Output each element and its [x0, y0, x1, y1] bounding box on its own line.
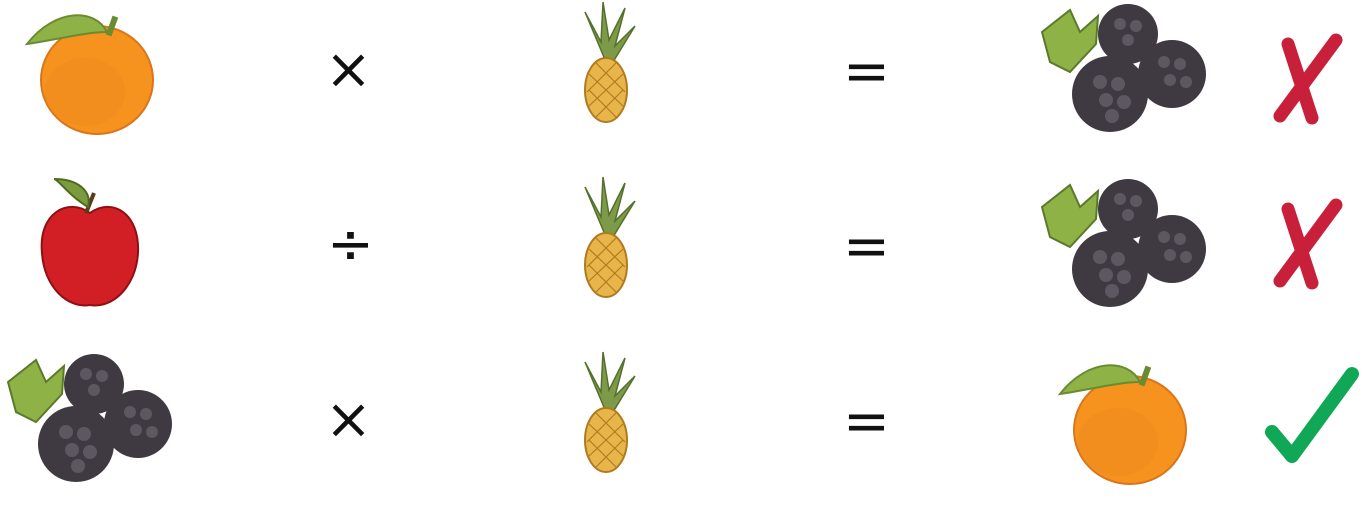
- times-operator: ×: [325, 42, 372, 98]
- orange-icon: [25, 2, 157, 134]
- divide-operator: ÷: [327, 217, 374, 273]
- pineapple-icon: [575, 177, 637, 299]
- pineapple-icon: [575, 2, 637, 124]
- blackberries-icon: [1040, 2, 1208, 134]
- equals-operator: =: [843, 219, 890, 275]
- check-mark-icon: [1262, 368, 1358, 464]
- blackberries-icon: [6, 352, 174, 484]
- times-operator: ×: [325, 392, 372, 448]
- cross-mark-icon: [1272, 34, 1344, 124]
- equation-row-3: × =: [0, 350, 1365, 510]
- cross-mark-icon: [1272, 199, 1344, 289]
- equation-row-1: × =: [0, 0, 1365, 160]
- apple-icon: [38, 177, 140, 309]
- equals-operator: =: [843, 44, 890, 100]
- equation-row-2: ÷ =: [0, 175, 1365, 335]
- blackberries-icon: [1040, 177, 1208, 309]
- equals-operator: =: [843, 394, 890, 450]
- pineapple-icon: [575, 352, 637, 474]
- orange-icon: [1058, 352, 1190, 484]
